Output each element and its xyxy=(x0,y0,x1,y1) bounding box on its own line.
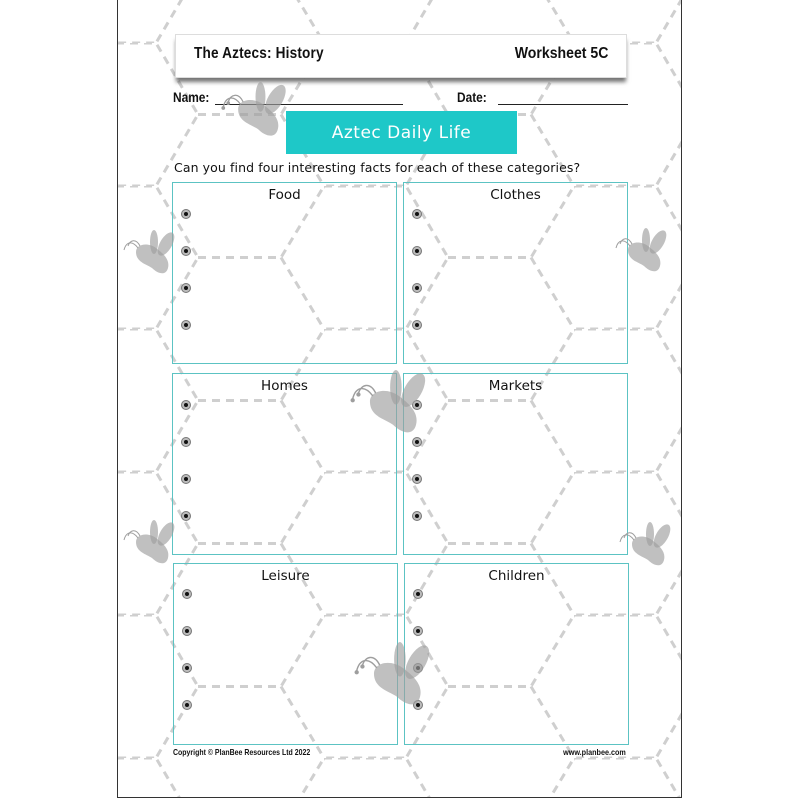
category-box-food: Food xyxy=(172,182,397,364)
bee-watermark-icon xyxy=(615,228,667,272)
bullet-point[interactable] xyxy=(414,701,422,709)
bullet-point[interactable] xyxy=(182,401,190,409)
category-title: Markets xyxy=(488,378,543,394)
bee-watermark-icon xyxy=(619,522,671,566)
bee-watermark-icon xyxy=(123,230,175,274)
category-box-clothes: Clothes xyxy=(403,182,628,364)
banner-title: Aztec Daily Life xyxy=(331,122,472,143)
category-title: Children xyxy=(488,568,545,584)
name-label: Name: xyxy=(173,89,210,105)
date-field[interactable] xyxy=(498,103,628,105)
bullet-point[interactable] xyxy=(413,247,421,255)
category-box-markets: Markets xyxy=(403,373,628,555)
bee-watermark-icon xyxy=(221,82,286,136)
bullet-point[interactable] xyxy=(413,210,421,218)
bullet-point[interactable] xyxy=(183,664,191,672)
bee-watermark-icon xyxy=(350,370,426,433)
subject-title: The Aztecs: History xyxy=(194,45,324,62)
worksheet-header: The Aztecs: History Worksheet 5C xyxy=(175,34,627,78)
bullet-point[interactable] xyxy=(413,438,421,446)
website-link[interactable]: www.planbee.com xyxy=(563,747,626,757)
bullet-point[interactable] xyxy=(182,210,190,218)
category-title: Homes xyxy=(261,378,308,394)
bullet-point[interactable] xyxy=(182,284,190,292)
bullet-point[interactable] xyxy=(414,627,422,635)
bullet-point[interactable] xyxy=(183,701,191,709)
bullet-point[interactable] xyxy=(414,590,422,598)
bee-watermark-icon xyxy=(123,520,175,564)
category-box-homes: Homes xyxy=(172,373,397,555)
copyright-text: Copyright © PlanBee Resources Ltd 2022 xyxy=(173,747,311,757)
bullet-point[interactable] xyxy=(413,512,421,520)
bullet-point[interactable] xyxy=(183,627,191,635)
bullet-point[interactable] xyxy=(183,590,191,598)
worksheet-page: The Aztecs: History Worksheet 5C Name: D… xyxy=(117,0,682,798)
worksheet-number: Worksheet 5C xyxy=(514,45,608,62)
name-field[interactable] xyxy=(215,103,403,105)
bullet-point[interactable] xyxy=(413,284,421,292)
date-label: Date: xyxy=(457,89,487,105)
bullet-point[interactable] xyxy=(413,475,421,483)
category-title: Leisure xyxy=(261,568,310,584)
bullet-point[interactable] xyxy=(182,321,190,329)
bullet-point[interactable] xyxy=(182,475,190,483)
title-banner: Aztec Daily Life xyxy=(286,111,517,154)
bullet-point[interactable] xyxy=(182,247,190,255)
bullet-point[interactable] xyxy=(182,512,190,520)
category-title: Food xyxy=(268,187,301,203)
bullet-point[interactable] xyxy=(413,321,421,329)
category-title: Clothes xyxy=(490,187,541,203)
bullet-point[interactable] xyxy=(182,438,190,446)
bullet-point[interactable] xyxy=(413,401,421,409)
bee-watermark-icon xyxy=(354,642,430,705)
instruction-text: Can you find four interesting facts for … xyxy=(174,160,581,175)
